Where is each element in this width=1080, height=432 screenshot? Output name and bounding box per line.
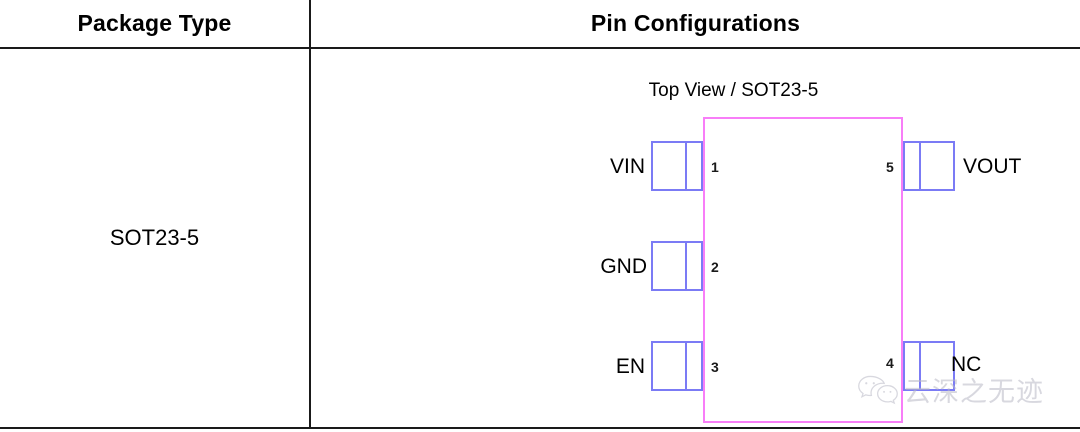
column-header-package-type: Package Type bbox=[77, 10, 232, 36]
diagram-caption: Top View / SOT23-5 bbox=[648, 80, 819, 101]
pin-label-nc: NC bbox=[951, 353, 982, 376]
package-body-outline bbox=[703, 117, 903, 423]
pin-configuration-diagram: Top View / SOT23-5 VIN GND EN NC VOUT 1 … bbox=[311, 48, 1080, 427]
pin-number-4: 4 bbox=[886, 355, 894, 371]
pin-label-en: EN bbox=[615, 355, 645, 378]
pin-label-gnd: GND bbox=[600, 255, 647, 278]
column-divider-line bbox=[309, 0, 311, 428]
column-header-pin-configurations: Pin Configurations bbox=[590, 10, 801, 36]
pin-pad-5 bbox=[903, 141, 955, 191]
pin-label-vout: VOUT bbox=[963, 155, 1022, 178]
pin-pad-2 bbox=[651, 241, 703, 291]
pin-pad-1 bbox=[651, 141, 703, 191]
header-divider-line bbox=[0, 47, 1080, 49]
pin-number-1: 1 bbox=[711, 159, 719, 175]
pin-number-3: 3 bbox=[711, 359, 719, 375]
pin-number-2: 2 bbox=[711, 259, 719, 275]
pin-pad-3 bbox=[651, 341, 703, 391]
pin-pad-4 bbox=[903, 341, 955, 391]
pin-number-5: 5 bbox=[886, 159, 894, 175]
pin-label-vin: VIN bbox=[609, 155, 645, 178]
table-bottom-border bbox=[0, 427, 1080, 429]
cell-package-type-value: SOT23-5 bbox=[109, 224, 200, 250]
